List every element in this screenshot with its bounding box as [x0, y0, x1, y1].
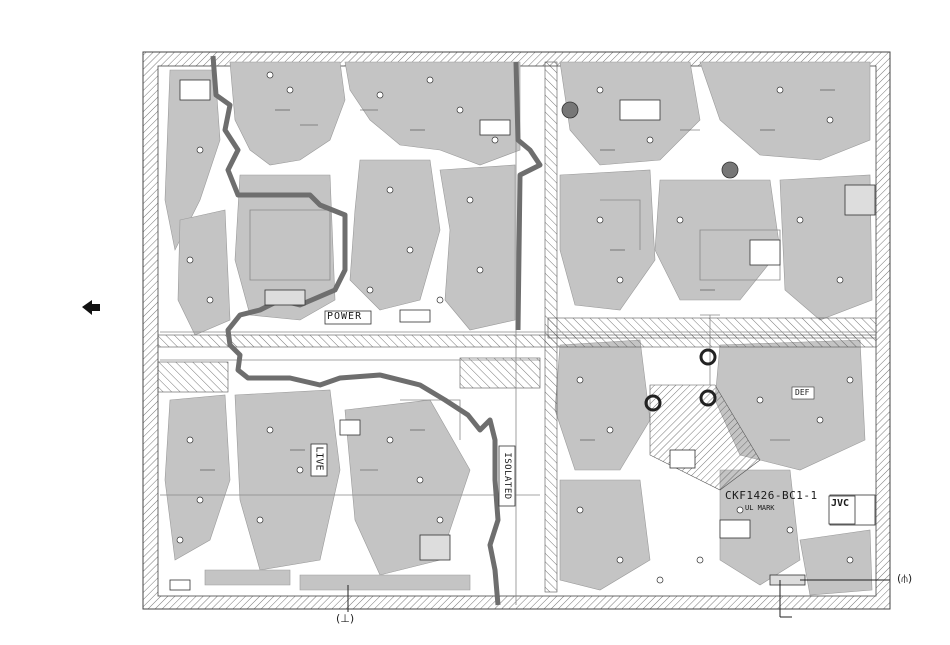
brand-logo: JVC: [831, 498, 849, 509]
part-number-label: CKF1426-BC1-1: [725, 489, 818, 502]
power-label: POWER: [327, 311, 362, 322]
arrow-left-icon: [82, 300, 100, 315]
ground-symbol-label: (⊥): [336, 612, 354, 625]
ul-mark-label: UL MARK: [745, 504, 775, 512]
isolated-label: ISOLATED: [502, 446, 512, 506]
def-label: DEF: [795, 388, 809, 397]
live-label: LIVE: [314, 444, 325, 474]
hot-symbol-label: (⫛): [897, 572, 912, 586]
